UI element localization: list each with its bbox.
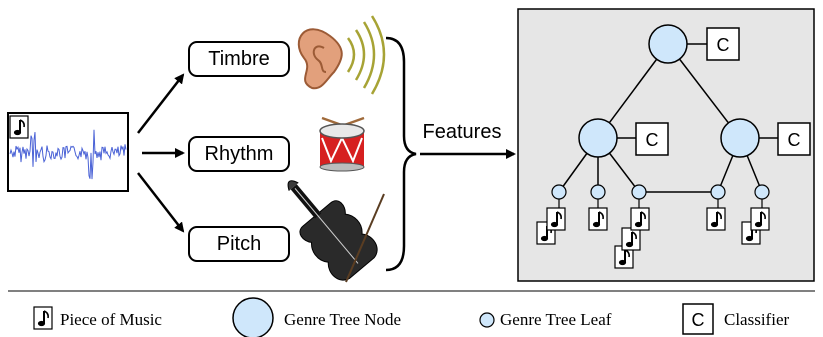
svg-text:C: C — [692, 310, 705, 330]
music-note-icon — [9, 115, 29, 139]
genre-tree-node — [648, 24, 688, 64]
ear-icon — [297, 15, 386, 95]
classifier-box: C — [706, 27, 740, 61]
svg-text:C: C — [788, 130, 801, 150]
legend-node-label: Genre Tree Node — [284, 310, 401, 329]
audio-input — [7, 112, 129, 192]
violin-bow — [345, 193, 385, 283]
music-piece-icon — [588, 207, 608, 231]
waveform-signal — [9, 129, 127, 180]
music-piece-icon — [706, 207, 726, 231]
music-piece-icon — [546, 207, 566, 231]
timbre-box: Timbre — [188, 41, 290, 77]
genre-tree-leaf — [710, 184, 726, 200]
genre-tree: C C C — [536, 24, 811, 269]
arrow-to-timbre — [137, 73, 185, 134]
violin-icon — [287, 180, 378, 281]
legend-classifier-icon: C — [682, 303, 714, 335]
legend-music-piece-icon — [33, 306, 53, 330]
classifier-box: C — [777, 122, 811, 156]
genre-tree-leaf — [754, 184, 770, 200]
timbre-label: Timbre — [208, 47, 270, 70]
music-piece-icon — [630, 207, 650, 231]
rhythm-label: Rhythm — [204, 142, 274, 165]
classifier-box: C — [635, 122, 669, 156]
pitch-box: Pitch — [188, 226, 290, 262]
genre-tree-leaf — [631, 184, 647, 200]
arrow-to-pitch — [137, 172, 185, 233]
legend-piece-label: Piece of Music — [60, 310, 162, 329]
rhythm-box: Rhythm — [188, 136, 290, 172]
legend-classifier-label: Classifier — [724, 310, 789, 329]
legend-node-icon — [232, 297, 274, 337]
genre-tree-node — [578, 118, 618, 158]
svg-text:C: C — [646, 130, 659, 150]
legend-leaf-label: Genre Tree Leaf — [500, 310, 612, 329]
genre-tree-node — [720, 118, 760, 158]
music-piece-icon — [750, 207, 770, 231]
features-label: Features — [423, 121, 502, 143]
music-piece-icon — [621, 227, 641, 251]
features-brace — [385, 36, 417, 272]
legend-leaf-icon — [479, 312, 495, 328]
drum-icon — [319, 116, 365, 172]
svg-text:C: C — [717, 35, 730, 55]
genre-tree-leaf — [551, 184, 567, 200]
pitch-label: Pitch — [216, 232, 262, 255]
genre-tree-leaf — [590, 184, 606, 200]
